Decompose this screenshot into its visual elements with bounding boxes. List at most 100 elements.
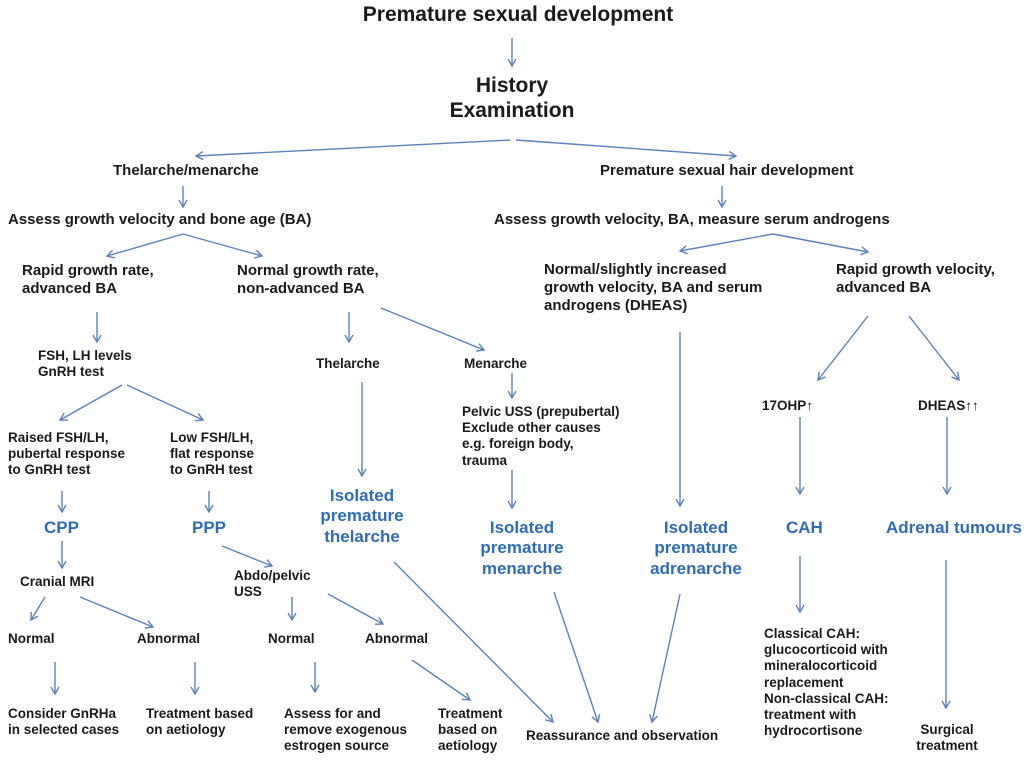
thelarche-node: Thelarche — [316, 356, 380, 372]
node-text-line: androgens (DHEAS) — [544, 297, 688, 314]
arrow — [515, 139, 738, 161]
node-text-line: based on — [438, 722, 498, 738]
abnormal-mri-node: Abnormal — [137, 631, 200, 647]
arrow — [393, 561, 554, 724]
node-text-line: Classical CAH: — [764, 626, 861, 641]
arrow — [58, 384, 123, 421]
node-text-line: Treatment — [438, 706, 503, 721]
node-text-line: PPP — [192, 518, 227, 537]
node-text-line: menarche — [481, 558, 563, 578]
17ohp-node: 17OHP↑ — [762, 398, 813, 414]
node-text-line: CAH — [786, 518, 823, 537]
cpp-outcome: CPP — [44, 518, 79, 538]
node-text-line: Treatment based — [146, 706, 254, 721]
node-text-line: Non-classical CAH: — [764, 690, 889, 706]
node-text-line: CPP — [44, 518, 79, 537]
arrow — [194, 139, 511, 161]
node-text-line: Normal — [8, 631, 55, 646]
node-text-line: Consider GnRHa — [8, 706, 117, 721]
node-text-line: premature — [320, 506, 404, 526]
arrow — [678, 233, 774, 255]
node-text-line: USS — [234, 584, 262, 600]
reassurance-node: Reassurance and observation — [526, 728, 718, 744]
node-text-line: flat response — [170, 446, 255, 462]
node-text-line: Examination — [449, 99, 575, 123]
node-text-line: premature — [654, 538, 738, 558]
assess-androgens-node: Assess growth velocity, BA, measure seru… — [494, 211, 890, 229]
node-text-line: Low FSH/LH, — [170, 430, 254, 445]
node-text-line: Cranial MRI — [20, 574, 95, 589]
cah-outcome: CAH — [786, 518, 823, 538]
arrow — [411, 659, 472, 701]
dheas-node: DHEAS↑↑ — [918, 398, 979, 414]
node-text-line: to GnRH test — [8, 462, 91, 478]
node-text-line: Thelarche — [316, 356, 380, 371]
arrow — [30, 596, 46, 622]
adrenal-tumours-outcome: Adrenal tumours — [886, 518, 1022, 538]
rapid-velocity-node: Rapid growth velocity,advanced BA — [836, 261, 995, 297]
node-text-line: Normal growth rate, — [237, 262, 379, 279]
node-text-line: remove exogenous — [284, 722, 408, 738]
rapid-growth-node: Rapid growth rate,advanced BA — [22, 262, 154, 298]
node-text-line: advanced BA — [22, 280, 118, 297]
node-text-line: Rapid growth rate, — [22, 262, 154, 279]
node-text-line: glucocorticoid with — [764, 642, 888, 658]
node-text-line: Abdo/pelvic — [234, 568, 311, 583]
node-text-line: advanced BA — [836, 279, 932, 296]
node-text-line: estrogen source — [284, 738, 390, 754]
node-text-line: DHEAS↑↑ — [918, 398, 979, 413]
arrow — [221, 545, 274, 568]
arrow — [553, 591, 601, 724]
node-text-line: in selected cases — [8, 722, 120, 738]
node-text-line: trauma — [462, 452, 508, 468]
normal-mri-node: Normal — [8, 631, 55, 647]
arrow — [105, 233, 184, 259]
node-text-line: Thelarche/menarche — [113, 162, 259, 179]
arrow — [648, 593, 681, 724]
node-text-line: mineralocorticoid — [764, 658, 878, 674]
node-text-line: Isolated — [663, 518, 729, 537]
arrow — [908, 315, 960, 382]
node-text-line: Raised FSH/LH, — [8, 430, 109, 445]
node-text-line: Abnormal — [137, 631, 201, 646]
node-text-line: hydrocortisone — [764, 723, 863, 739]
node-text-line: treatment — [916, 738, 978, 754]
pelvic-uss-node: Pelvic USS (prepubertal)Exclude other ca… — [462, 404, 620, 469]
node-text-line: treatment with — [764, 706, 857, 722]
arrow — [126, 384, 205, 422]
node-text-line: Abnormal — [365, 631, 429, 646]
node-text-line: 17OHP↑ — [762, 398, 814, 413]
node-text-line: Assess growth velocity, BA, measure seru… — [494, 211, 890, 228]
node-text-line: Reassurance and observation — [526, 728, 719, 743]
node-text-line: Pelvic USS (prepubertal) — [462, 404, 620, 419]
arrow — [79, 596, 155, 629]
node-text-line: Premature sexual development — [362, 3, 674, 26]
node-text-line: Isolated — [489, 518, 555, 537]
node-text-line: Adrenal tumours — [886, 518, 1023, 537]
node-text-line: to GnRH test — [170, 462, 253, 478]
normal-uss-node: Normal — [268, 631, 315, 647]
arrow — [182, 233, 264, 259]
node-text-line: non-advanced BA — [237, 280, 365, 297]
node-text-line: GnRH test — [38, 364, 105, 380]
node-text-line: Menarche — [464, 356, 528, 371]
node-text-line: Assess for and — [284, 706, 381, 721]
node-text-line: Normal — [268, 631, 315, 646]
node-text-line: on aetiology — [146, 722, 226, 738]
arrow — [327, 593, 385, 625]
node-text-line: aetiology — [438, 738, 498, 754]
